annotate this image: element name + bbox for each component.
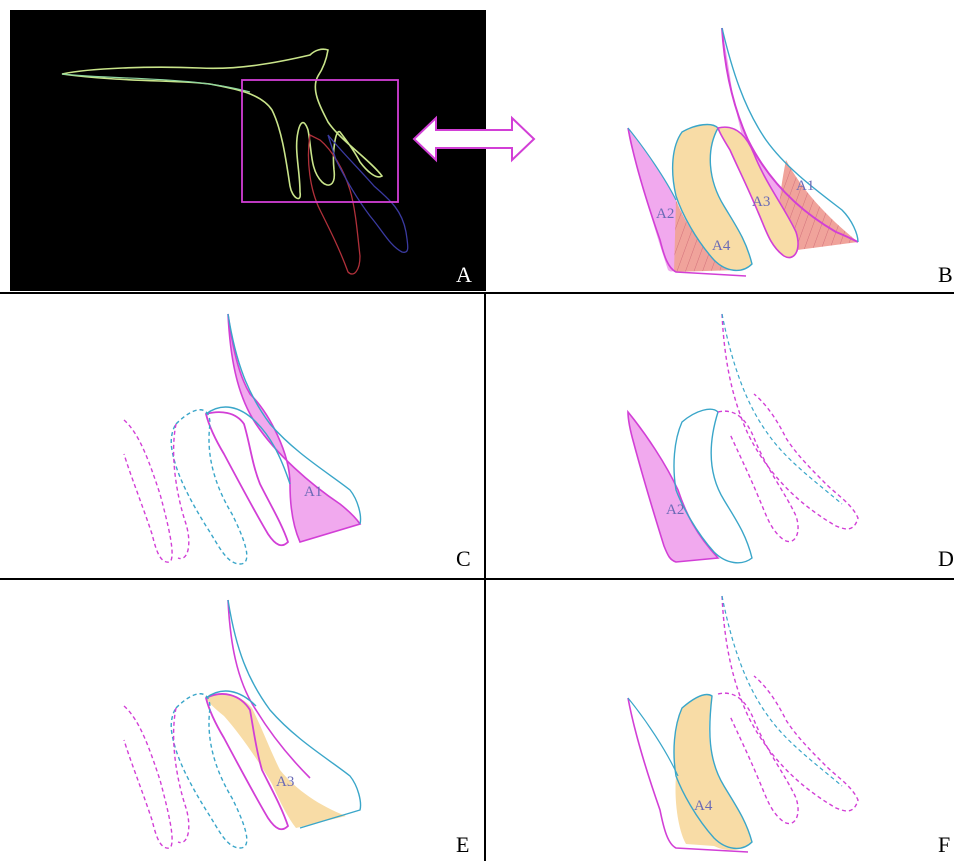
panel-e-label: E [456,834,469,856]
region-a4-label: A4 [712,238,731,254]
region-a3-label: A3 [276,774,294,790]
region-a4-fill [674,695,752,851]
dashed-lower-lip-outline [124,706,172,848]
region-a3-fill [206,694,346,828]
panel-f: A4 F [486,580,954,861]
region-of-interest-box [242,80,398,202]
dashed-lower-incisor-outline [171,410,247,564]
panel-e-diagram: A3 [0,580,484,861]
dashed-upper-profile [722,314,858,529]
panel-b: A1 A2 A3 A4 B [486,0,954,292]
panel-c-diagram: A1 [0,294,484,578]
region-a3-label: A3 [752,194,770,210]
lower-incisor-trace [328,135,408,252]
dashed-lower-lip-outline [124,420,172,562]
maxilla-outline [62,49,382,198]
panel-a-label: A [456,264,472,286]
region-a1-fill [228,314,360,542]
panel-f-label: F [938,834,950,856]
dashed-upper-incisor [718,411,798,541]
panel-c-label: C [456,548,471,570]
panel-b-label: B [938,264,953,286]
panel-b-diagram: A1 A2 A3 A4 [486,0,954,292]
panel-d: A2 D [486,294,954,578]
panel-f-diagram: A4 [486,580,954,861]
panel-e: A3 E [0,580,484,861]
dashed-upper-profile [722,596,858,811]
panel-c: A1 C [0,294,484,578]
panel-d-diagram: A2 [486,294,954,578]
panel-d-label: D [938,548,954,570]
region-a1-label: A1 [304,484,322,500]
region-a2-fill [628,128,676,272]
region-a2-label: A2 [656,206,674,222]
region-a2-label: A2 [666,502,684,518]
region-a4-label: A4 [694,798,713,814]
region-a1-label: A1 [796,178,814,194]
